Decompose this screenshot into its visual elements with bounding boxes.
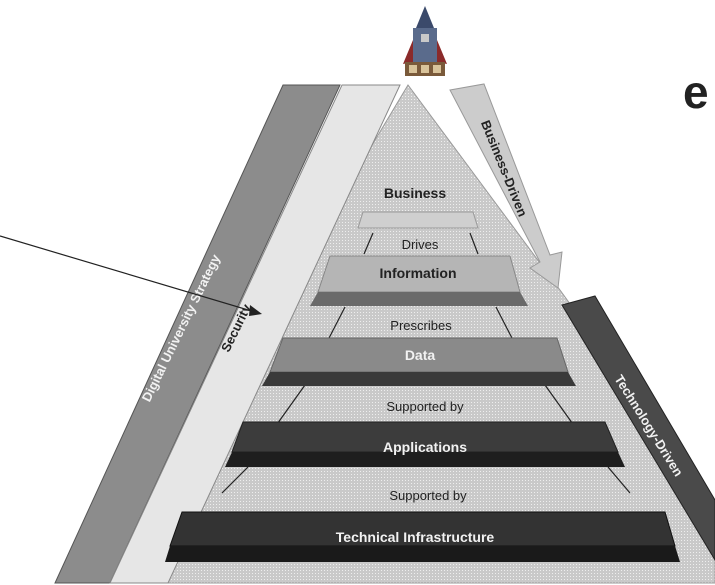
security-band (109, 84, 401, 584)
tier-label-business: Business (384, 185, 446, 201)
connector-lines (221, 232, 631, 494)
pointer-line (0, 235, 256, 313)
connector-supported-by-2: Supported by (389, 488, 467, 503)
partial-heading: e (683, 66, 709, 118)
tier-label-infrastructure: Technical Infrastructure (336, 529, 495, 545)
tier-slab-data-base (262, 372, 576, 386)
rocket-icon (403, 6, 447, 76)
tier-slab-information-base (310, 292, 528, 306)
connector-drives: Drives (402, 237, 439, 252)
tier-slab-applications-base (225, 452, 625, 467)
tier-label-applications: Applications (383, 439, 467, 455)
connector-supported-by-1: Supported by (386, 399, 464, 414)
tier-slab-business (357, 211, 479, 229)
business-driven-arrow (449, 83, 563, 289)
connector-prescribes: Prescribes (390, 318, 452, 333)
tier-slab-infrastructure-base (165, 546, 680, 562)
tier-label-data: Data (405, 347, 436, 363)
technology-driven-bar (561, 295, 715, 561)
tier-label-information: Information (380, 265, 457, 281)
pointer-arrowhead (249, 305, 262, 316)
